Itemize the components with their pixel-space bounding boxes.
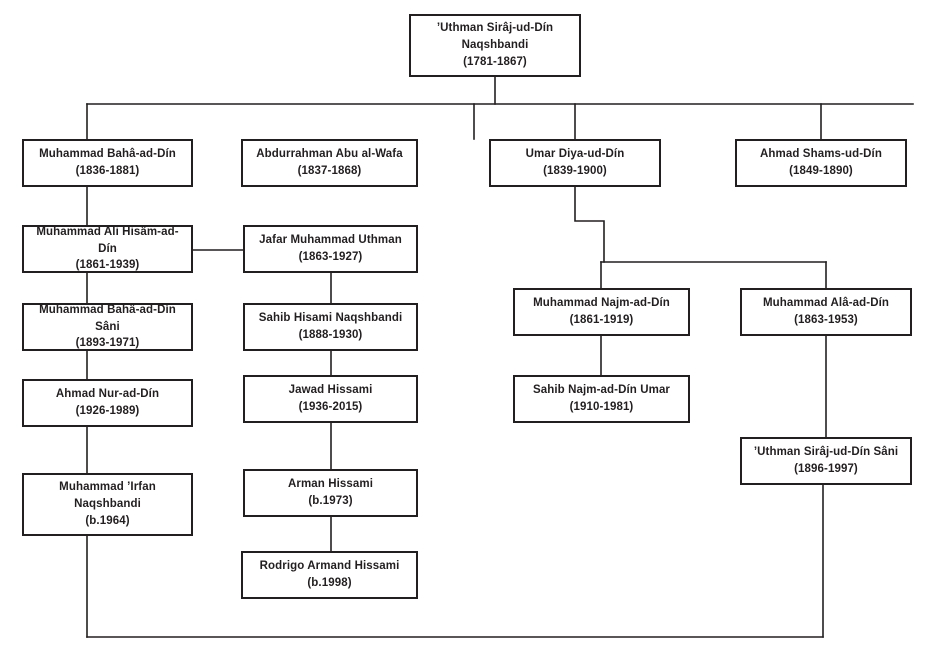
node-dates: (1888-1930) [298,329,363,341]
node-name: Sahib Hisami Naqshbandi [258,312,403,325]
node-name: Rodrigo Armand Hissami [259,560,400,573]
node-dates: (1863-1927) [298,251,363,263]
node-ahmad-shams-ud-din[interactable]: Ahmad Shams-ud-Dín (1849-1890) [735,139,907,187]
node-dates: (1849-1890) [789,165,853,177]
node-muhammad-najm-ad-din[interactable]: Muhammad Najm-ad-Dín (1861-1919) [513,288,690,336]
node-sahib-hisami-naqshbandi[interactable]: Sahib Hisami Naqshbandi (1888-1930) [243,303,418,351]
node-rodrigo-armand-hissami[interactable]: Rodrigo Armand Hissami (b.1998) [241,551,418,599]
node-dates: (1781-1867) [463,55,527,68]
node-name: ’Uthman Sirâj-ud-Dín Naqshbandi [436,22,554,52]
node-dates: (b.1964) [85,514,130,527]
node-uthman-siraj-ud-din-sani[interactable]: ’Uthman Sirâj-ud-Dín Sâni (1896-1997) [740,437,912,485]
node-name: Sahib Najm-ad-Dín Umar [532,384,671,397]
node-uthman-siraj-ud-din[interactable]: ’Uthman Sirâj-ud-Dín Naqshbandi (1781-186… [409,14,581,77]
node-umar-diya-ud-din[interactable]: Umar Diya-ud-Dín (1839-1900) [489,139,661,187]
node-dates: (1839-1900) [543,165,607,177]
node-name: Abdurrahman Abu al-Wafa [256,148,403,161]
node-arman-hissami[interactable]: Arman Hissami (b.1973) [243,469,418,517]
node-name: Muhammad Alâ-ad-Dín [762,297,890,310]
node-dates: (1836-1881) [75,165,140,177]
node-muhammad-ali-hisam-ad-din[interactable]: Muhammad Ali Hisâm-ad-Dín (1861-1939) [22,225,193,273]
node-name: Ahmad Shams-ud-Dín [760,148,882,161]
node-dates: (1861-1919) [569,314,634,326]
node-dates: (1910-1981) [569,401,634,413]
node-sahib-najm-ad-din-umar[interactable]: Sahib Najm-ad-Dín Umar (1910-1981) [513,375,690,423]
node-dates: (b.1973) [308,495,353,507]
node-name: Muhammad Ali Hisâm-ad-Dín [36,226,179,255]
node-name: Umar Diya-ud-Dín [525,148,625,161]
node-muhammad-ala-ad-din[interactable]: Muhammad Alâ-ad-Dín (1863-1953) [740,288,912,336]
node-name: Jafar Muhammad Uthman [259,234,402,247]
node-dates: (1926-1989) [75,405,140,417]
node-name: Muhammad ’Irfan Naqshbandi [59,481,156,511]
node-muhammad-baha-ad-din[interactable]: Muhammad Bahâ-ad-Dín (1836-1881) [22,139,193,187]
node-ahmad-nur-ad-din[interactable]: Ahmad Nur-ad-Dín (1926-1989) [22,379,193,427]
node-dates: (1863-1953) [794,314,858,326]
node-dates: (b.1998) [307,577,352,589]
node-dates: (1837-1868) [297,165,362,177]
node-name: Muhammad Bahâ-ad-Dín Sâni [39,304,176,333]
node-muhammad-irfan-naqshbandi[interactable]: Muhammad ’Irfan Naqshbandi (b.1964) [22,473,193,536]
node-name: ’Uthman Sirâj-ud-Dín Sâni [753,446,899,459]
node-name: Jawad Hissami [288,384,373,397]
connector-umar-elbow [574,186,605,263]
node-dates: (1861-1939) [75,259,140,272]
node-dates: (1893-1971) [75,337,140,350]
node-dates: (1936-2015) [298,401,363,413]
node-jafar-muhammad-uthman[interactable]: Jafar Muhammad Uthman (1863-1927) [243,225,418,273]
node-name: Muhammad Bahâ-ad-Dín [39,148,176,161]
node-muhammad-baha-ad-din-sani[interactable]: Muhammad Bahâ-ad-Dín Sâni (1893-1971) [22,303,193,351]
node-jawad-hissami[interactable]: Jawad Hissami (1936-2015) [243,375,418,423]
node-name: Arman Hissami [287,478,374,491]
node-abdurrahman-abu-al-wafa[interactable]: Abdurrahman Abu al-Wafa (1837-1868) [241,139,418,187]
node-name: Ahmad Nur-ad-Dín [55,388,160,401]
node-name: Muhammad Najm-ad-Dín [533,297,670,310]
node-dates: (1896-1997) [794,463,858,475]
